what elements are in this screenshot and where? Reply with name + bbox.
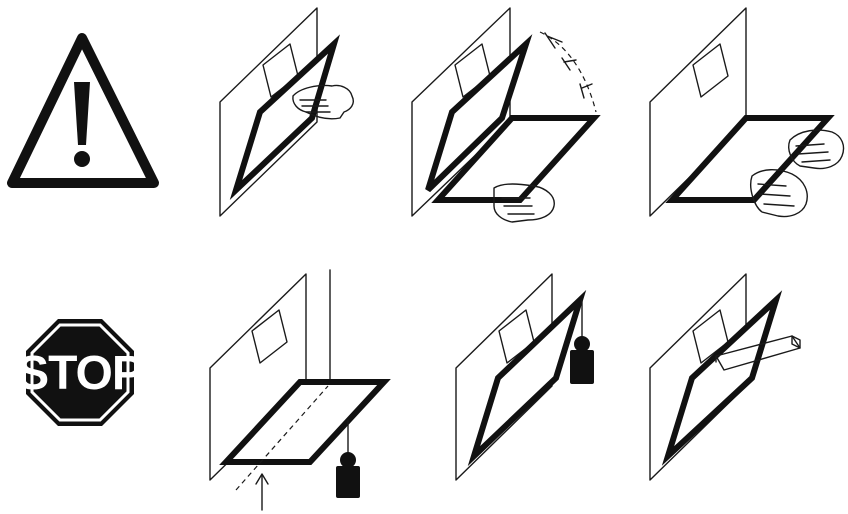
cabinet-side-panel [219, 7, 318, 217]
glass-door-open-frame [219, 379, 391, 465]
hinge-icon [692, 43, 729, 98]
weight-icon [336, 452, 360, 498]
glass-door-frame [229, 34, 340, 201]
cabinet-side-panel [455, 273, 553, 481]
hand-icon [292, 84, 354, 120]
weight-icon [570, 336, 594, 384]
hand-icon [788, 129, 845, 170]
panel-swinging-door [411, 7, 601, 223]
hand-icon [493, 183, 555, 223]
panel-weight-on-open-door [209, 269, 391, 511]
warning-triangle-icon [7, 33, 159, 188]
swing-arrow [539, 31, 597, 113]
glass-door-open-frame [431, 115, 601, 203]
glass-door-frame [425, 34, 533, 193]
stop-sign-text: STOP [17, 347, 143, 400]
glass-door-frame [467, 289, 587, 467]
panel-weight-on-door-edge [455, 273, 594, 481]
glass-door-frame [661, 290, 783, 466]
panel-two-hands [649, 7, 845, 218]
glass-door-open-frame [665, 115, 835, 203]
panel-lifting-door [219, 7, 354, 217]
beam-object-icon [715, 335, 801, 371]
panel-object-on-door [649, 273, 801, 481]
stop-octagon-icon: STOP [17, 319, 144, 426]
hinge-icon [251, 309, 288, 364]
hand-icon [750, 169, 808, 218]
